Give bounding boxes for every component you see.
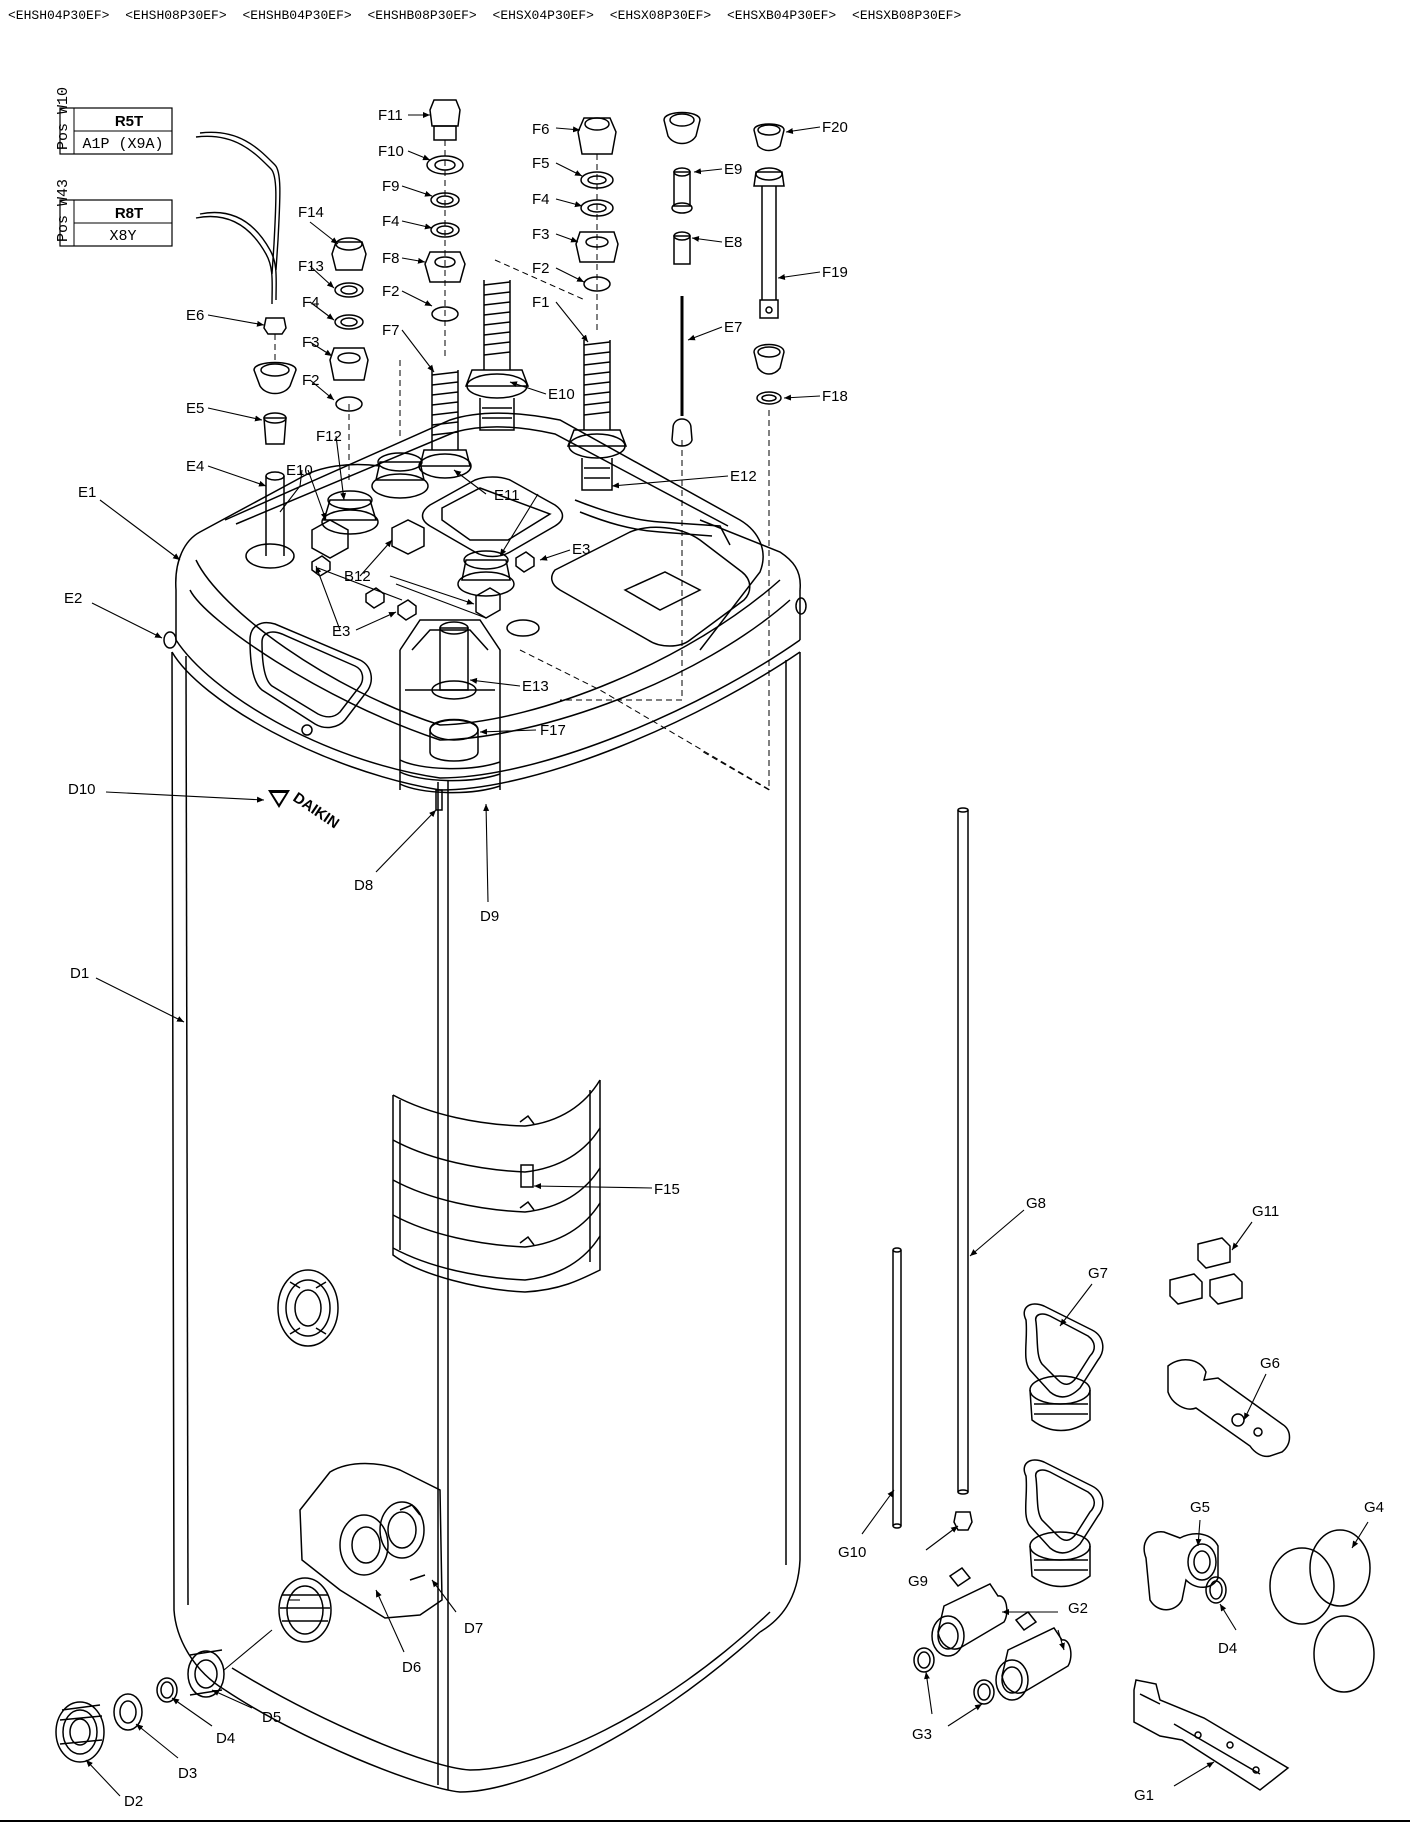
callout-label: G8: [1026, 1195, 1046, 1212]
insulation-cutaway: [392, 1079, 601, 1293]
sensor-tag-connector: A1P (X9A): [82, 136, 163, 153]
callout-label: F19: [822, 264, 848, 281]
callout-label: F20: [822, 119, 848, 136]
callout-label: E9: [724, 161, 742, 178]
callout-label: D6: [402, 1659, 421, 1676]
callout-label: G2: [1068, 1600, 1088, 1617]
callout-label: F5: [532, 155, 550, 172]
callout-label: F1: [532, 294, 550, 311]
callout-label: F9: [382, 178, 400, 195]
tank-body: [163, 412, 807, 1793]
callout-label: D5: [262, 1709, 281, 1726]
callout-label: F18: [822, 388, 848, 405]
callout-label: D1: [70, 965, 89, 982]
model-code: <EHSH08P30EF>: [125, 8, 227, 23]
callout-label: E7: [724, 319, 742, 336]
callout-label: G11: [1252, 1203, 1279, 1220]
callout-label: E2: [64, 590, 82, 607]
callout-label: E12: [730, 468, 757, 485]
callout-label: G6: [1260, 1355, 1280, 1372]
heater-port: [277, 1269, 339, 1347]
bottom-rule: [0, 1820, 1410, 1822]
callout-label: G5: [1190, 1499, 1210, 1516]
callout-label: E13: [522, 678, 549, 695]
accessories: [892, 807, 1375, 1791]
sensor-tag-r8t: Pos W43 R8T X8Y: [55, 179, 173, 247]
callout-label: F13: [298, 258, 324, 275]
model-code: <EHSHB08P30EF>: [367, 8, 477, 23]
callout-label: E10: [286, 462, 313, 479]
callout-label: E5: [186, 400, 204, 417]
sensor-tag-side: Pos W10: [55, 87, 72, 150]
callout-label: F4: [302, 294, 320, 311]
callout-label: G3: [912, 1726, 932, 1743]
callout-label: E10: [548, 386, 575, 403]
callout-label: F3: [302, 334, 320, 351]
callout-label: F10: [378, 143, 404, 160]
sensor-tag-side: Pos W43: [55, 179, 72, 242]
callout-label: E11: [494, 487, 520, 504]
leader-lines: [85, 112, 1369, 1797]
callout-label: G1: [1134, 1787, 1154, 1804]
callout-label: E8: [724, 234, 742, 251]
callout-label: E1: [78, 484, 96, 501]
model-code: <EHSHB04P30EF>: [242, 8, 352, 23]
callout-label: D8: [354, 877, 373, 894]
callout-label: E6: [186, 307, 204, 324]
callout-label: F8: [382, 250, 400, 267]
sensor-wires: [195, 131, 281, 305]
callout-label: D10: [68, 781, 96, 798]
callout-label: B12: [344, 568, 371, 585]
callout-label: G9: [908, 1573, 928, 1590]
callout-label: D4: [1218, 1640, 1237, 1657]
water-connection-block: [278, 1462, 443, 1643]
callout-label: F14: [298, 204, 324, 221]
explode-guidelines: [274, 140, 771, 791]
callout-label: F3: [532, 226, 550, 243]
model-code: <EHSXB04P30EF>: [727, 8, 837, 23]
callout-label: F2: [302, 372, 320, 389]
callout-label: F4: [532, 191, 550, 208]
sensor-tag-name: R5T: [115, 113, 143, 130]
callout-label: F7: [382, 322, 400, 339]
model-code: <EHSX08P30EF>: [609, 8, 712, 23]
callout-labels: F11 F10 F9 F4 F8 F2 F7 E10 F6 F5 F4 F3 F…: [64, 107, 1384, 1810]
callout-label: D3: [178, 1765, 197, 1782]
callout-label: E3: [332, 623, 350, 640]
model-code: <EHSH04P30EF>: [8, 8, 110, 23]
callout-label: D4: [216, 1730, 235, 1747]
sensor-tag-connector: X8Y: [109, 228, 136, 245]
callout-label: F2: [382, 283, 400, 300]
callout-label: F17: [540, 722, 566, 739]
callout-label: G10: [838, 1544, 866, 1561]
callout-label: F11: [378, 107, 403, 124]
callout-label: F4: [382, 213, 400, 230]
brand-text: DAIKIN: [290, 789, 342, 832]
model-code: <EHSXB08P30EF>: [852, 8, 962, 23]
callout-label: F6: [532, 121, 550, 138]
callout-label: G7: [1088, 1265, 1108, 1282]
callout-label: E3: [572, 541, 590, 558]
top-fittings: [253, 99, 785, 811]
callout-label: F12: [316, 428, 342, 445]
model-code: <EHSX04P30EF>: [492, 8, 594, 23]
callout-label: D7: [464, 1620, 483, 1637]
callout-label: G4: [1364, 1499, 1384, 1516]
daikin-logo: DAIKIN: [268, 789, 342, 832]
callout-label: D9: [480, 908, 499, 925]
callout-label: E4: [186, 458, 204, 475]
callout-label: F15: [654, 1181, 680, 1198]
callout-label: F2: [532, 260, 550, 277]
callout-label: D2: [124, 1793, 143, 1810]
sensor-tag-name: R8T: [115, 205, 143, 222]
sensor-tag-r5t: Pos W10 R5T A1P (X9A): [55, 87, 173, 155]
drain-fittings: [55, 1649, 225, 1763]
model-list: <EHSH04P30EF> <EHSH08P30EF> <EHSHB04P30E…: [8, 8, 969, 23]
